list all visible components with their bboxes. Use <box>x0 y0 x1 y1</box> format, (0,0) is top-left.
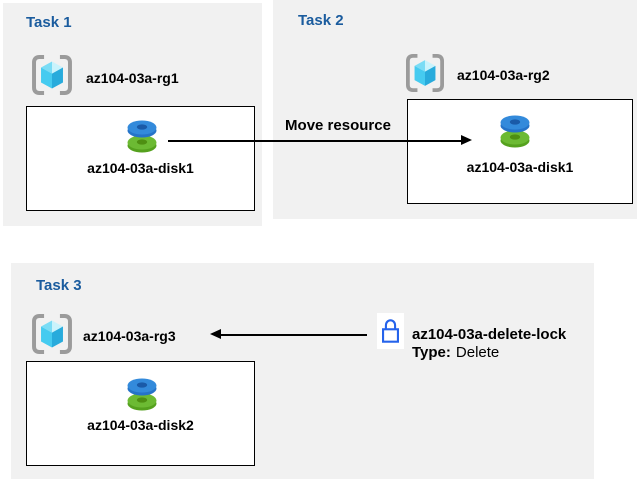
disk-icon <box>127 378 157 411</box>
task2-title: Task 2 <box>298 12 344 29</box>
delete-lock-arrow-line <box>219 334 367 336</box>
lock-badge <box>377 313 404 349</box>
resource-group-icon <box>32 55 72 95</box>
rg3-label: az104-03a-rg3 <box>83 328 176 344</box>
disk2-label: az104-03a-disk1 <box>466 159 574 175</box>
lock-type-label: Type: <box>412 344 451 361</box>
delete-lock-name: az104-03a-delete-lock <box>412 326 567 343</box>
task3-title: Task 3 <box>36 277 82 294</box>
move-resource-label: Move resource <box>285 117 391 134</box>
disk-icon <box>500 115 530 148</box>
disk1-label: az104-03a-disk1 <box>87 160 194 176</box>
move-resource-arrow-line <box>168 140 463 142</box>
resource-group-icon <box>406 54 444 92</box>
disk-box <box>26 361 255 466</box>
rg1-label: az104-03a-rg1 <box>86 70 179 86</box>
lock-type-value: Delete <box>455 344 500 361</box>
resource-group-icon <box>32 314 72 354</box>
delete-lock-type: Type:Delete <box>412 344 499 361</box>
task1-title: Task 1 <box>26 14 72 31</box>
lock-icon <box>382 319 399 343</box>
disk3-label: az104-03a-disk2 <box>87 417 194 433</box>
disk-icon <box>127 120 157 153</box>
rg2-label: az104-03a-rg2 <box>457 67 550 83</box>
arrow-left-icon <box>210 329 221 339</box>
arrow-right-icon <box>461 135 472 145</box>
